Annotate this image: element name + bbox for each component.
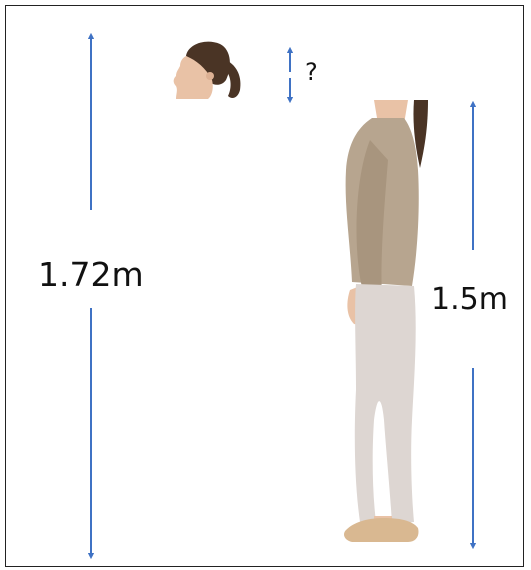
unknown-head-height-label: ?: [305, 58, 318, 86]
full-height-label: 1.72m: [38, 255, 144, 294]
body-jeans: [354, 284, 416, 524]
head-image: [173, 41, 241, 99]
body-ponytail: [413, 100, 428, 168]
body-height-label: 1.5m: [431, 282, 508, 317]
head-face: [173, 56, 213, 99]
head-hair: [186, 41, 230, 85]
head-ear: [206, 72, 214, 80]
body-shoes: [344, 518, 419, 542]
body-arm: [356, 140, 388, 300]
body-image: [344, 100, 428, 542]
